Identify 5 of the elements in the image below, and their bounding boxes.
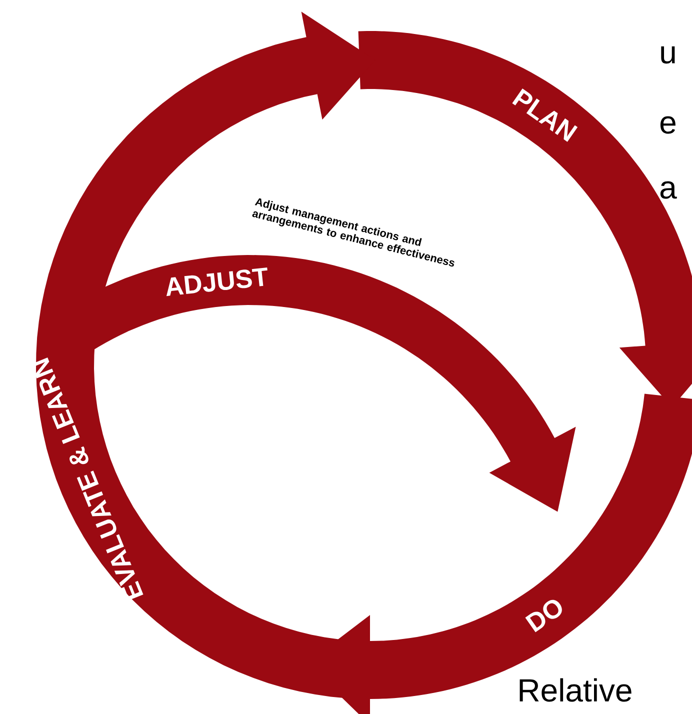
node-label: ADJUST (166, 267, 268, 296)
slide-text: a (660, 181, 677, 199)
slide-text: u (661, 46, 675, 64)
slide-text: Relative (520, 678, 632, 702)
slide-text: e (660, 116, 676, 134)
